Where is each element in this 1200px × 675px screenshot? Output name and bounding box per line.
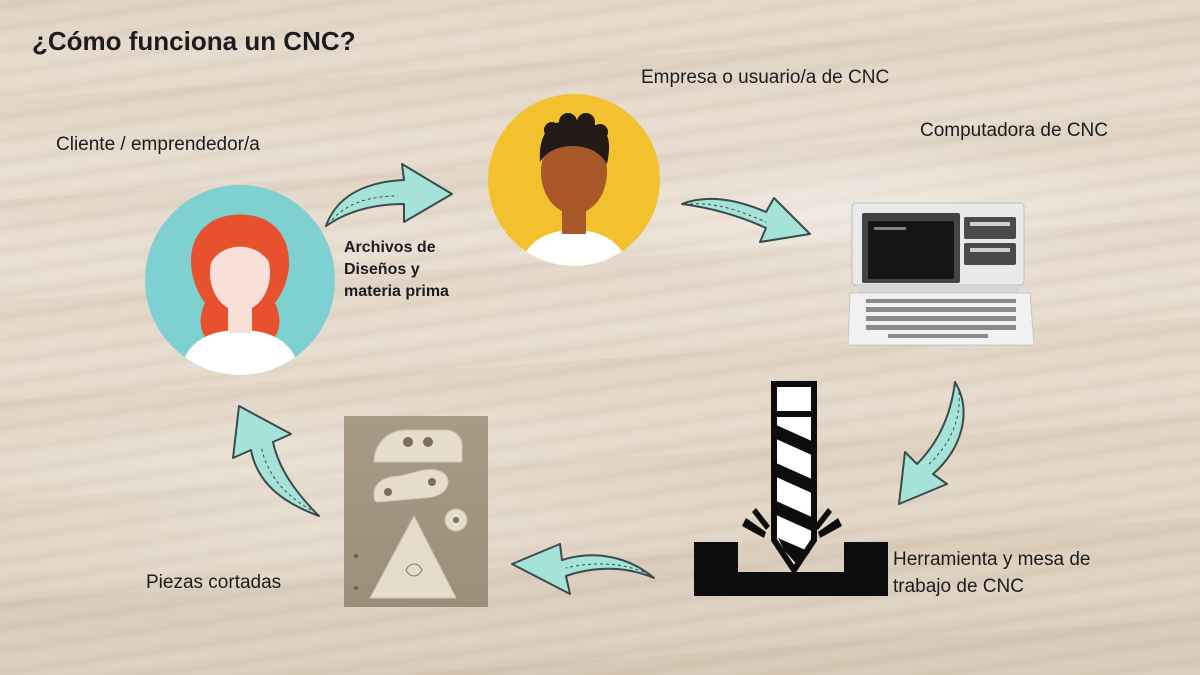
- company-face: [541, 130, 607, 214]
- arrow-pieces-to-client: [217, 402, 323, 520]
- pieces-label: Piezas cortadas: [146, 572, 282, 593]
- piece-triangle: [369, 514, 457, 599]
- arrow-computer-to-tool: [893, 378, 975, 508]
- piece-top: [373, 429, 463, 463]
- drill-bit-icon: [694, 380, 890, 598]
- client-bangs: [211, 230, 272, 265]
- client-shirt: [180, 330, 300, 375]
- work-table: [694, 542, 888, 596]
- tool-label: Herramienta y mesa de trabajo de CNC: [893, 549, 1091, 597]
- computer-screen: [868, 221, 954, 279]
- computer-base: [858, 285, 1018, 293]
- arrow-client-to-company: [322, 160, 457, 232]
- diagram-title: ¿Cómo funciona un CNC?: [32, 26, 356, 56]
- man-avatar-icon: [488, 94, 660, 284]
- edge-label-files: Archivos de Diseños y materia prima: [344, 239, 449, 300]
- computer-label: Computadora de CNC: [920, 120, 1108, 141]
- drill-shank: [771, 381, 817, 417]
- client-label: Cliente / emprendedor/a: [56, 134, 260, 155]
- arrow-tool-to-pieces: [508, 540, 658, 602]
- woman-avatar-icon: [145, 185, 335, 375]
- arrow-company-to-computer: [678, 178, 813, 248]
- piece-middle: [373, 469, 449, 503]
- client-face: [210, 235, 270, 311]
- company-label: Empresa o usuario/a de CNC: [641, 67, 890, 88]
- retro-computer-icon: [848, 195, 1034, 347]
- cut-pieces-photo: [344, 416, 488, 607]
